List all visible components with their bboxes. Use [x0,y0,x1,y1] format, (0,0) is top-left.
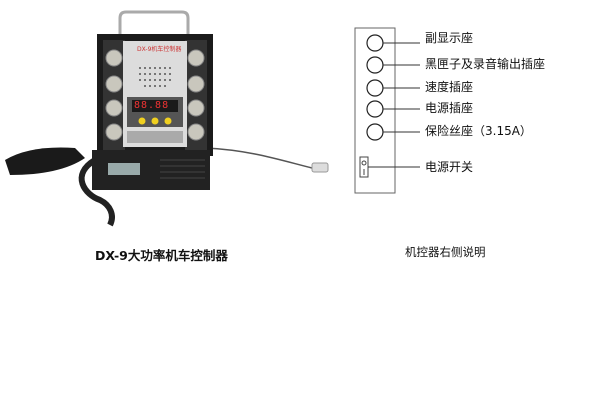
label-fuse-holder: 保险丝座（3.15A） [425,124,532,138]
panel-title: DX-9机车控制器 [137,46,182,53]
handle [118,10,190,35]
label-power-socket: 电源插座 [425,101,474,115]
socket-icon [366,100,384,118]
microphone [5,147,85,175]
front-panel [123,41,187,147]
side-caption: 机控器右侧说明 [405,245,486,259]
label-power-switch: 电源开关 [425,160,474,174]
side-panel-diagram [354,27,420,194]
socket-icon [366,123,384,141]
label-sub-display-socket: 副显示座 [425,31,474,45]
label-speed-socket: 速度插座 [425,80,474,94]
led-display [132,100,178,112]
connector-plug [311,162,329,173]
display-value: 88.88 [134,100,170,111]
mic-cord [78,157,115,227]
product-caption: DX-9大功率机车控制器 [95,248,228,263]
socket-icon [366,56,384,74]
cable [204,147,313,169]
label-blackbox-socket: 黑匣子及录音输出插座 [425,57,546,71]
socket-icon [366,79,384,97]
socket-icon [366,34,384,52]
product-photo [5,10,329,227]
